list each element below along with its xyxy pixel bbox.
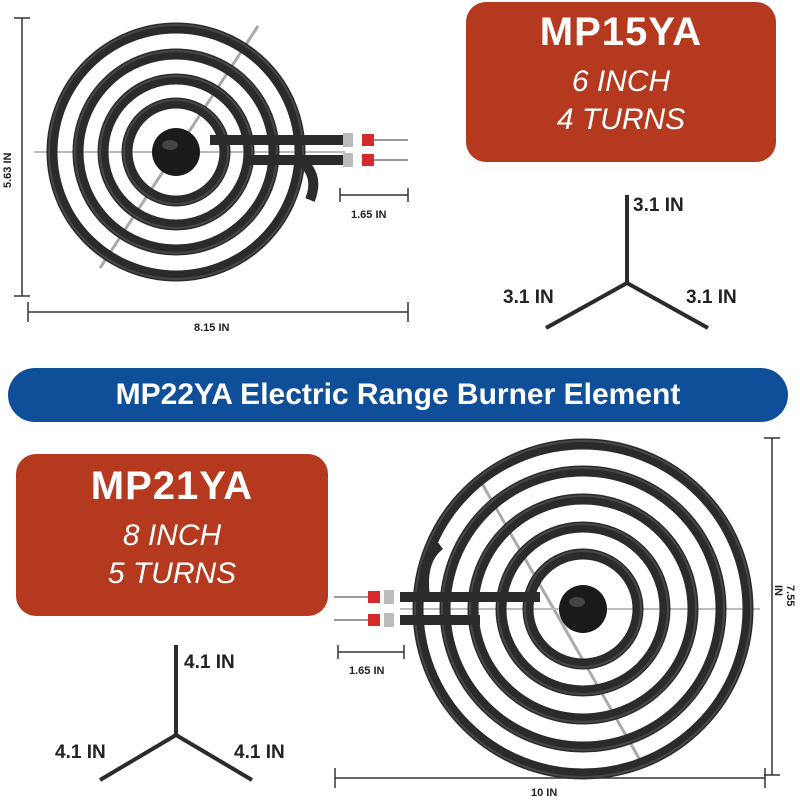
small-burner-size: 6 INCH xyxy=(571,65,671,98)
small-burner-spec-box: MP15YA 6 INCH 4 TURNS xyxy=(466,2,776,162)
large-burner-coil-icon xyxy=(334,438,760,780)
small-triangle-top-label: 3.1 IN xyxy=(633,195,684,216)
small-burner-triangle-diagram xyxy=(545,195,709,330)
large-burner-height-label: 7.55 IN xyxy=(772,585,796,607)
small-burner-height-label: 5.63 IN xyxy=(2,152,14,188)
large-burner-turns: 5 TURNS xyxy=(107,557,237,590)
small-burner-coil-icon xyxy=(34,22,408,282)
large-triangle-right-label: 4.1 IN xyxy=(234,742,285,763)
small-burner-model: MP15YA xyxy=(539,10,703,54)
small-triangle-left-label: 3.1 IN xyxy=(503,287,554,308)
product-title-banner: MP22YA Electric Range Burner Element xyxy=(8,368,788,422)
small-burner-terminal-label: 1.65 IN xyxy=(351,209,387,221)
small-burner-turns: 4 TURNS xyxy=(556,103,686,136)
large-burner-size: 8 INCH xyxy=(122,519,222,552)
large-burner-spec-box: MP21YA 8 INCH 5 TURNS xyxy=(16,454,328,616)
large-triangle-top-label: 4.1 IN xyxy=(184,652,235,673)
small-burner-dimension-lines xyxy=(14,17,409,322)
large-triangle-left-label: 4.1 IN xyxy=(55,742,106,763)
large-burner-dimension-lines xyxy=(334,437,780,788)
large-burner-width-label: 10 IN xyxy=(531,787,558,799)
large-burner-triangle-diagram xyxy=(98,645,254,782)
small-burner-width-label: 8.15 IN xyxy=(194,322,230,334)
large-burner-terminal-label: 1.65 IN xyxy=(349,665,385,677)
small-triangle-right-label: 3.1 IN xyxy=(686,287,737,308)
large-burner-model: MP21YA xyxy=(90,464,254,508)
